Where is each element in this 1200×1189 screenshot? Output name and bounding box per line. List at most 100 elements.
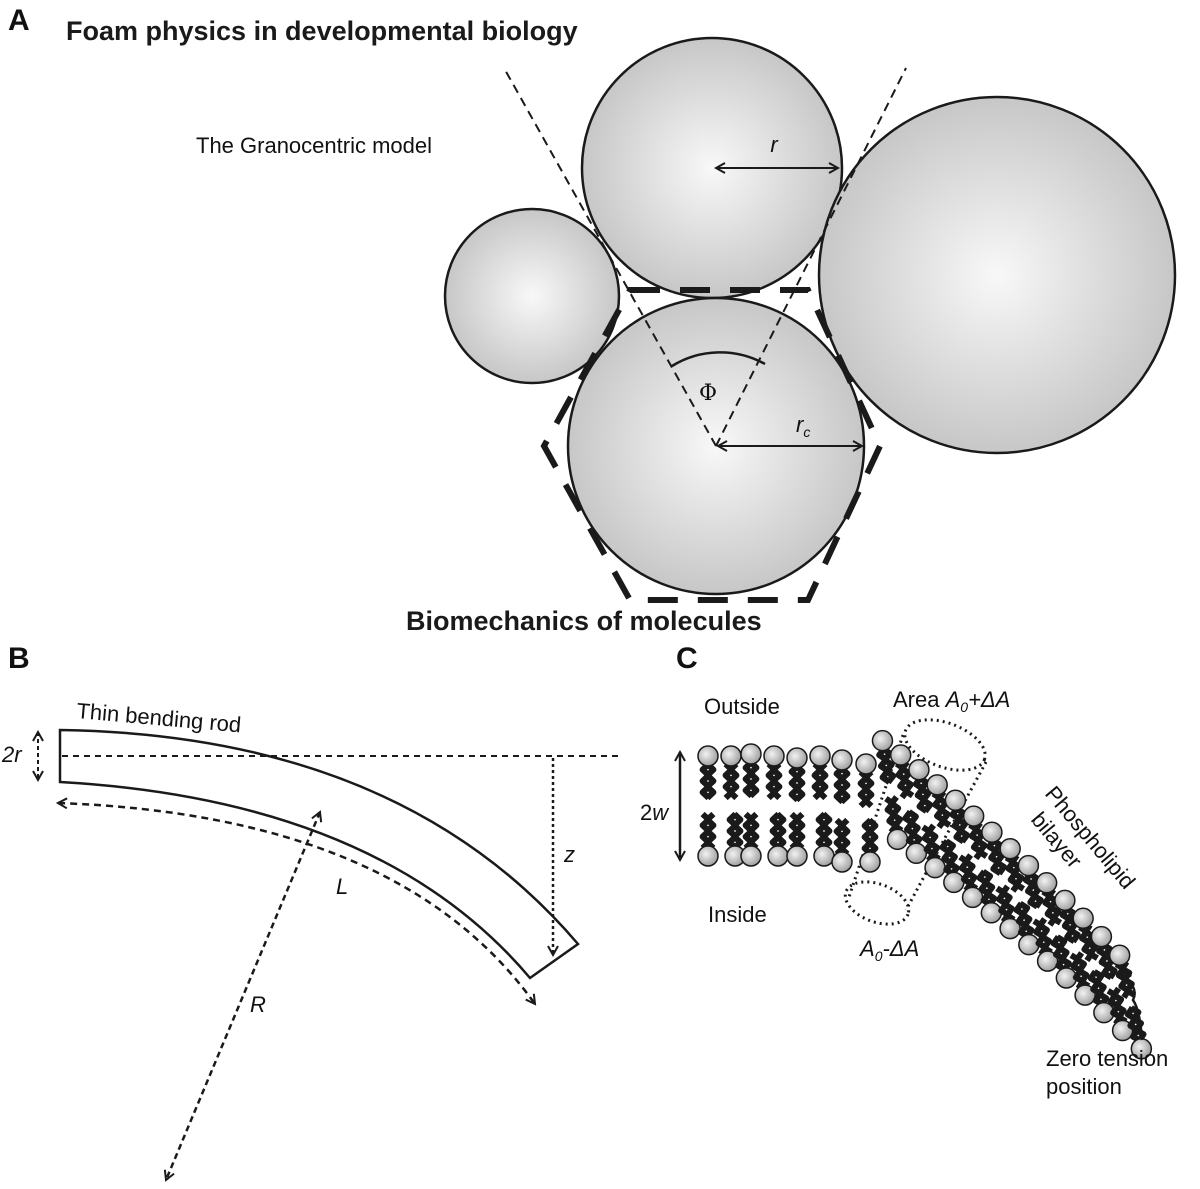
lipid-molecule <box>1035 872 1063 927</box>
lipid-tail <box>704 761 717 801</box>
lipid-tail <box>857 769 870 809</box>
lipid-tail <box>1059 906 1076 944</box>
lipid-tail <box>747 811 760 851</box>
lipid-head <box>720 745 742 767</box>
right-tangent-line <box>715 67 907 447</box>
lipid-head <box>740 743 762 765</box>
panel-a: A Foam physics in developmental biology … <box>8 4 1177 636</box>
width-num: 2 <box>640 800 652 825</box>
area-b-A: A <box>858 936 875 961</box>
bilayer-width-label: 2w <box>640 800 670 825</box>
lipid-tail <box>876 746 892 785</box>
lipid-tail <box>833 765 846 805</box>
phi-angle-label: Φ <box>699 381 717 406</box>
zero-tension-arrow <box>1122 972 1144 1041</box>
lipid-molecule <box>981 821 1007 876</box>
lipid-tail <box>981 869 998 907</box>
lipid-molecule <box>908 759 934 814</box>
lipid-molecule <box>724 811 746 867</box>
lipid-head <box>1054 889 1076 912</box>
lipid-tail <box>968 822 984 861</box>
lipid-molecule <box>831 817 853 873</box>
bending-rod <box>58 728 580 980</box>
lipid-head <box>980 902 1003 924</box>
lipid-head <box>786 845 808 867</box>
lipid-head <box>1108 944 1131 966</box>
lipid-tail <box>820 811 833 851</box>
lipid-tail <box>1055 934 1072 973</box>
lipid-molecule <box>921 823 946 879</box>
lipid-molecule <box>1050 934 1078 989</box>
left-tangent-line <box>503 67 717 447</box>
lipid-molecule <box>958 853 984 909</box>
lipid-head <box>944 789 967 812</box>
lipid-head <box>924 856 946 879</box>
lipid-head <box>697 745 719 767</box>
lipid-tail <box>999 884 1016 923</box>
small-left-circle <box>443 207 621 385</box>
lipid-tail <box>704 811 717 851</box>
lipid-tail <box>699 761 712 801</box>
lipid-tail <box>1050 934 1067 973</box>
lipid-molecule <box>786 811 808 867</box>
lipid-molecule <box>720 745 742 801</box>
lipid-tail <box>765 761 778 801</box>
lipid-molecule <box>889 744 915 800</box>
lipid-tail <box>918 775 934 814</box>
lipid-head <box>1074 984 1096 1006</box>
lipid-tail <box>907 809 923 848</box>
lipid-molecule <box>884 795 909 851</box>
lipid-head <box>1035 872 1058 894</box>
lipid-tail <box>722 761 735 801</box>
lipid-tail <box>1092 969 1110 1007</box>
lipid-head <box>1072 907 1094 930</box>
lipid-molecule <box>944 789 971 845</box>
lipid-tail <box>726 811 739 851</box>
lipid-molecule <box>767 811 789 867</box>
zero-tension-label-line1: Zero tension <box>1046 1046 1168 1071</box>
lipid-tail <box>815 811 828 851</box>
lipid-molecule <box>962 805 989 861</box>
lipid-tail <box>793 763 806 803</box>
area-A: A <box>944 687 961 712</box>
lipid-tail <box>962 853 979 892</box>
lipid-tail <box>912 775 929 814</box>
lipid-molecule <box>813 811 835 867</box>
lipid-tail <box>774 811 787 851</box>
lipid-head <box>905 842 928 865</box>
granocentric-model-label: The Granocentric model <box>196 133 432 158</box>
lipid-head <box>767 845 789 867</box>
lipid-tail <box>888 795 904 834</box>
length-arrow <box>58 803 535 1004</box>
lipid-head <box>855 753 877 775</box>
lipid-molecule <box>1072 907 1099 963</box>
lipid-head <box>943 871 965 894</box>
lipid-tail <box>742 759 755 799</box>
lipid-tail <box>949 806 965 845</box>
area-prefix: Area <box>893 687 946 712</box>
lipid-molecule <box>697 811 719 867</box>
lipid-molecule <box>859 817 881 873</box>
lipid-molecule <box>740 743 762 799</box>
lipid-tail <box>986 838 1002 876</box>
lipid-tail <box>861 817 874 857</box>
lipid-molecule <box>1013 901 1040 956</box>
lipid-molecule <box>1017 854 1044 910</box>
lipid-tail <box>1078 924 1095 963</box>
lipid-head <box>886 828 909 851</box>
deflection-label: z <box>563 842 575 867</box>
voronoi-hexagon <box>540 287 884 603</box>
lipid-molecule <box>976 869 1003 924</box>
lipid-tail <box>769 811 782 851</box>
biomechanics-section-title: Biomechanics of molecules <box>406 606 762 636</box>
lipid-tail <box>838 817 851 857</box>
radius-r-label: r <box>770 132 779 157</box>
lipid-molecule <box>763 745 785 801</box>
lipid-head <box>981 821 1003 843</box>
lipid-head <box>809 745 831 767</box>
area-suffix: +ΔA <box>968 687 1010 712</box>
panel-b-letter: B <box>8 642 30 675</box>
curvature-radius-label: R <box>250 992 266 1017</box>
lipid-tail <box>1013 901 1030 940</box>
